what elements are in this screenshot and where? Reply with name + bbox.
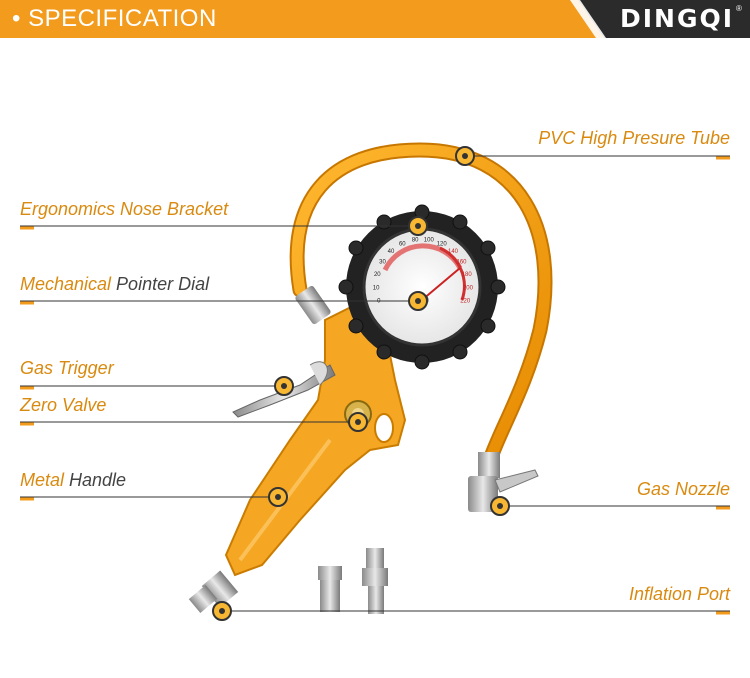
header-background xyxy=(0,0,750,38)
gauge-tick-label: 140 xyxy=(448,249,459,255)
callout-gas-trigger: Gas Trigger xyxy=(20,358,114,379)
gauge-tick-label: 120 xyxy=(437,241,448,247)
callout-inflation-port-text: Inflation Port xyxy=(628,584,730,604)
gauge-tick-label: 80 xyxy=(412,238,419,244)
registered-mark: ® xyxy=(736,4,742,13)
brand-logo: DINGQI xyxy=(620,4,735,33)
gauge-tick-label: 10 xyxy=(373,286,380,292)
callout-nose-bracket: Ergonomics Nose Bracket xyxy=(20,199,228,220)
callout-gas-nozzle: Gas Nozzle xyxy=(637,479,730,500)
page-title: • SPECIFICATION xyxy=(12,5,217,32)
gauge-tick-label: 180 xyxy=(462,272,473,278)
gauge-tick-label: 200 xyxy=(463,286,474,292)
callout-pvc-tube: PVC High Presure Tube xyxy=(538,128,730,149)
callout-nose-bracket-text: Ergonomics Nose Bracket xyxy=(20,199,229,219)
gauge-tick-label: 30 xyxy=(379,260,386,266)
marker-zero-valve xyxy=(348,412,368,432)
leader-lines xyxy=(20,155,730,612)
marker-gas-trigger xyxy=(274,376,294,396)
hose-fitting xyxy=(295,285,331,325)
callout-pointer-dial: Mechanical Pointer Dial xyxy=(20,274,209,295)
callout-zero-valve: Zero Valve xyxy=(20,395,106,416)
marker-inflation-port xyxy=(212,601,232,621)
inflation-port-fitting xyxy=(188,570,239,613)
callout-metal-handle-rest: Handle xyxy=(64,470,127,490)
callout-zero-valve-text: Zero Valve xyxy=(20,395,107,415)
gauge-tick-label: 40 xyxy=(388,249,395,255)
gauge-tick-label: 0 xyxy=(377,299,381,305)
spare-adapter-1 xyxy=(318,566,342,612)
callout-metal-handle-hl: Metal xyxy=(20,470,65,490)
marker-pvc-tube xyxy=(455,146,475,166)
marker-gas-nozzle xyxy=(490,496,510,516)
gauge-tick-label: 100 xyxy=(424,238,435,244)
gauge-tick-label: 220 xyxy=(460,299,471,305)
callout-pvc-tube-text: PVC High Presure Tube xyxy=(538,128,730,148)
marker-nose-bracket xyxy=(408,216,428,236)
callout-pointer-dial-rest: Pointer Dial xyxy=(111,274,210,294)
pressure-gauge xyxy=(338,204,506,370)
gauge-tick-label: 20 xyxy=(374,272,381,278)
label-underline-ticks xyxy=(20,156,730,615)
callout-markers xyxy=(212,146,510,621)
gauge-tick-label: 60 xyxy=(399,241,406,247)
marker-metal-handle xyxy=(268,487,288,507)
header-banner: • SPECIFICATION DINGQI ® xyxy=(0,0,750,38)
callout-gas-nozzle-text: Gas Nozzle xyxy=(636,479,730,499)
callout-metal-handle: Metal Handle xyxy=(20,470,126,491)
gun-body xyxy=(224,298,407,577)
gauge-tick-label: 160 xyxy=(456,260,467,266)
marker-pointer-dial xyxy=(408,291,428,311)
spare-adapter-2 xyxy=(362,548,388,614)
callout-inflation-port: Inflation Port xyxy=(629,584,730,605)
callout-gas-trigger-text: Gas Trigger xyxy=(20,358,114,378)
callout-pointer-dial-hl: Mechanical xyxy=(20,274,112,294)
